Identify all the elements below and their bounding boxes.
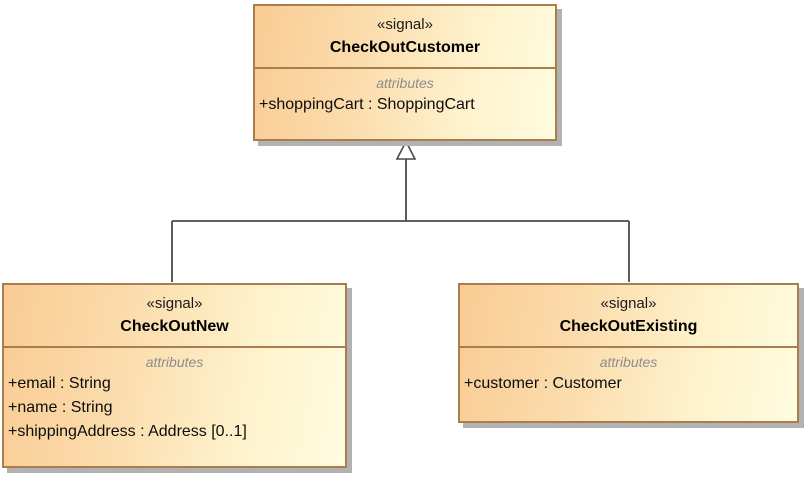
class-box-checkoutnew[interactable]: «signal» CheckOutNew attributes +email :… — [2, 283, 347, 468]
attribute: +name : String — [8, 399, 113, 416]
class-title-compartment: «signal» CheckOutExisting — [460, 285, 797, 348]
attribute: +customer : Customer — [464, 375, 622, 392]
attribute: +shippingAddress : Address [0..1] — [8, 423, 247, 440]
class-title-compartment: «signal» CheckOutNew — [4, 285, 345, 348]
class-name: CheckOutExisting — [559, 317, 698, 335]
stereotype-label: «signal» — [146, 294, 203, 312]
attributes-compartment: attributes +email : String +name : Strin… — [4, 348, 345, 444]
attributes-compartment: attributes +customer : Customer — [460, 348, 797, 396]
class-box-checkoutcustomer[interactable]: «signal» CheckOutCustomer attributes +sh… — [253, 4, 557, 141]
class-title-compartment: «signal» CheckOutCustomer — [255, 6, 555, 69]
attributes-section-label: attributes — [145, 354, 204, 370]
attributes-section-label: attributes — [376, 75, 434, 91]
attributes-section-label: attributes — [599, 354, 658, 370]
stereotype-label: «signal» — [600, 294, 657, 312]
class-box-checkoutexisting[interactable]: «signal» CheckOutExisting attributes +cu… — [458, 283, 799, 423]
generalization-arrowhead — [395, 139, 417, 160]
attribute: +shoppingCart : ShoppingCart — [259, 96, 475, 113]
attributes-compartment: attributes +shoppingCart : ShoppingCart — [255, 69, 555, 117]
attribute: +email : String — [8, 375, 111, 392]
stereotype-label: «signal» — [377, 15, 433, 33]
class-name: CheckOutCustomer — [329, 38, 481, 56]
generalization-line — [171, 159, 630, 282]
class-name: CheckOutNew — [120, 317, 229, 335]
